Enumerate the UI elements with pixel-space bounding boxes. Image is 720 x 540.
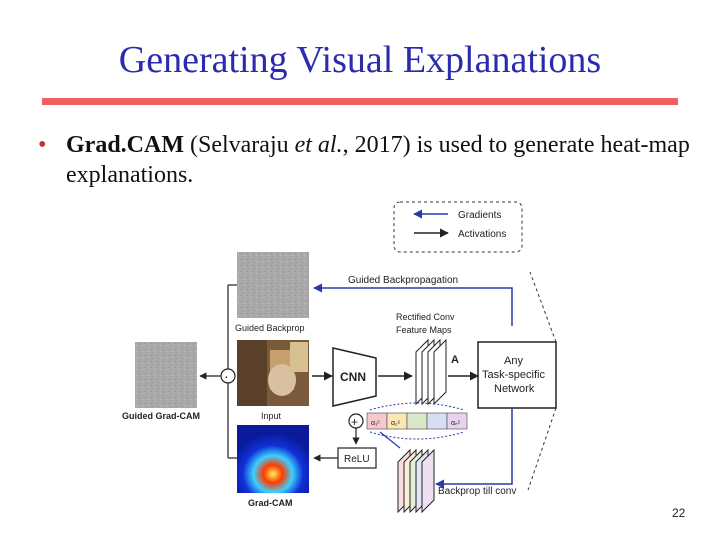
weights-brace-top <box>369 402 465 411</box>
guided-gradcam-label: Guided Grad-CAM <box>122 411 200 421</box>
network-dashed-upper <box>529 271 557 343</box>
network-line1: Any <box>504 355 523 367</box>
guided-backprop-label: Guided Backprop <box>235 323 305 333</box>
gradcam-heatmap <box>237 425 309 493</box>
weight-alpha-n: αₙᶜ <box>451 420 461 427</box>
weights-row <box>366 412 468 430</box>
task-network-box <box>477 341 557 409</box>
guided-gradcam-image <box>135 342 197 408</box>
backprop-till-conv-label: Backprop till conv <box>438 486 516 497</box>
cnn-label: CNN <box>340 370 366 384</box>
network-dashed-lower <box>527 407 557 491</box>
guided-backprop-path: Guided Backpropagation <box>313 275 513 326</box>
input-label: Input <box>261 411 282 421</box>
relu-label: ReLU <box>344 454 370 465</box>
backprop-till-conv-arrow <box>435 408 513 489</box>
bullet-text-part2: , 2017) is used to generate heat-map exp… <box>66 132 690 188</box>
feature-map-a-label: A <box>451 354 459 366</box>
page-number: 22 <box>672 506 686 520</box>
weight-alpha-1: α₁ᶜ <box>371 420 380 427</box>
rectified-conv-label: Rectified Conv <box>396 312 455 322</box>
slide-title: Generating Visual Explanations <box>118 39 602 81</box>
guided-backpropagation-label: Guided Backpropagation <box>348 275 458 286</box>
guided-backprop-image <box>237 252 309 318</box>
bullet-dot: • <box>38 132 47 158</box>
feature-maps-label: Feature Maps <box>396 325 452 335</box>
weights-brace-bottom <box>369 431 465 440</box>
gradient-maps-stack <box>397 448 435 514</box>
legend: Gradients Activations <box>393 201 523 253</box>
multiply-symbol: · <box>224 368 229 384</box>
legend-box <box>393 201 523 253</box>
input-image <box>237 340 309 406</box>
network-line2: Task-specific <box>482 369 545 381</box>
gradcam-label: Grad-CAM <box>248 498 293 508</box>
bullet-bold-term: Grad.CAM <box>66 132 184 158</box>
title-underline <box>42 98 678 105</box>
cnn-block <box>332 347 377 407</box>
network-line3: Network <box>494 383 535 395</box>
guided-backprop-arrow <box>313 283 513 326</box>
bullet-text-part1: (Selvaraju <box>183 132 295 158</box>
legend-activations-label: Activations <box>458 229 506 240</box>
gradient-to-weights-line <box>379 431 401 449</box>
weight-alpha-2: α₂ᶜ <box>391 420 401 427</box>
legend-gradients-label: Gradients <box>458 210 501 221</box>
bullet-text: Grad.CAM (Selvaraju et al., 2017) is use… <box>66 130 706 190</box>
bullet-italic: et al. <box>294 132 343 158</box>
feature-maps-stack <box>415 338 447 406</box>
sum-symbol: + <box>351 415 358 429</box>
